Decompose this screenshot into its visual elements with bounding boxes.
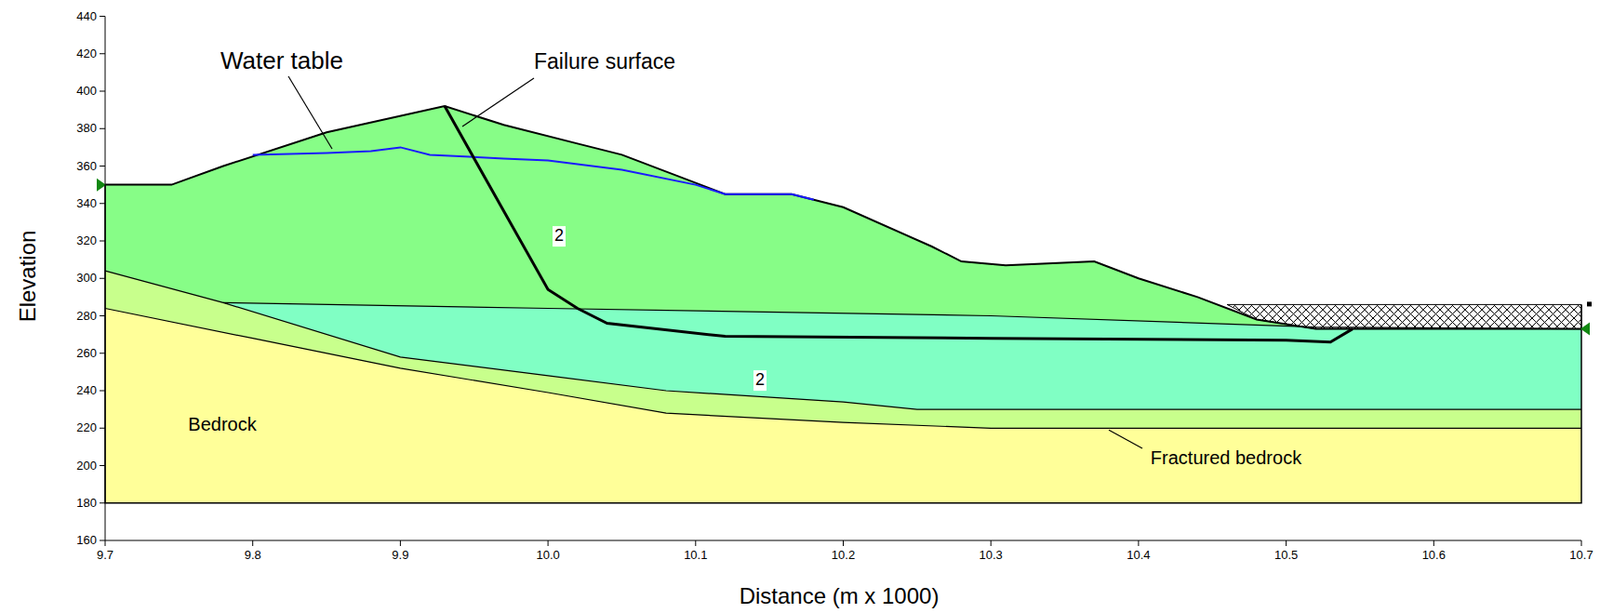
tick-label: 220 [76, 421, 97, 435]
tick-label: 300 [76, 271, 97, 285]
tick-label: 10.3 [979, 548, 1003, 562]
axis-tick [1285, 540, 1287, 547]
tick-label: 160 [76, 533, 97, 547]
axis-tick [99, 427, 106, 429]
axis-tick [99, 53, 106, 54]
tick-label: 200 [76, 458, 97, 472]
tick-label: 10.1 [683, 548, 707, 562]
tick-label: 10.5 [1274, 548, 1298, 562]
region-number: 2 [753, 370, 767, 391]
layer-boundary [105, 308, 1582, 429]
axis-tick [1433, 540, 1435, 547]
axis-title: Elevation [15, 230, 40, 323]
tick-label: 240 [76, 384, 97, 398]
tick-label: 340 [76, 197, 97, 211]
failure-surface-line [444, 106, 1353, 343]
axis-tick [99, 15, 106, 17]
tick-label: 10.4 [1126, 548, 1150, 562]
tick-label: 10.2 [831, 548, 855, 562]
tick-label: 10.6 [1422, 548, 1446, 562]
tick-label: 420 [76, 47, 97, 61]
tick-label: 400 [76, 84, 97, 98]
model-boundary [105, 185, 1582, 504]
axis-tick [990, 540, 992, 547]
layer-boundary [223, 302, 1582, 329]
axis-tick [99, 540, 106, 542]
leader-line [462, 78, 534, 127]
tick-label: 10.0 [535, 548, 560, 562]
axis-tick [99, 465, 106, 467]
tick-label: 360 [76, 159, 97, 173]
axis-tick [1137, 540, 1139, 547]
tick-label: 280 [76, 308, 97, 322]
axis-tick [99, 202, 106, 204]
tick-label: 9.8 [244, 548, 262, 562]
tick-label: 9.9 [391, 548, 409, 562]
axis-tick [1581, 540, 1583, 547]
tick-label: 10.7 [1569, 548, 1593, 562]
region-number: 2 [552, 226, 566, 247]
axis-tick [99, 91, 106, 93]
axis-tick [252, 540, 254, 547]
axis-tick [547, 540, 549, 547]
callout-label: Failure surface [533, 50, 676, 74]
axis-tick [99, 165, 106, 167]
axis-tick [842, 540, 844, 547]
water-table-line [253, 146, 814, 200]
axis-tick [99, 128, 106, 130]
tick-label: 380 [76, 121, 97, 135]
axis-tick [105, 540, 107, 547]
tick-label: 440 [76, 9, 97, 23]
axis-tick [99, 502, 106, 504]
fill-region [1226, 304, 1582, 329]
axis-tick [99, 352, 106, 354]
layer-boundary [105, 270, 1582, 410]
tick-label: 320 [76, 234, 97, 248]
region-label: Bedrock [187, 413, 256, 435]
callout-label: Water table [220, 47, 344, 75]
axis-tick [99, 390, 106, 392]
leader-line [1108, 429, 1143, 449]
axis-tick [99, 315, 106, 317]
tick-label: 180 [76, 496, 97, 510]
leader-line [288, 76, 333, 149]
region-label: Fractured bedrock [1150, 447, 1302, 468]
tick-label: 9.7 [96, 548, 114, 562]
boundary-marker [1586, 301, 1592, 307]
axis-tick [400, 540, 401, 547]
axis-tick [694, 540, 696, 547]
axis-tick [99, 240, 106, 242]
boundary-marker [1580, 322, 1590, 336]
axis-tick [99, 278, 106, 280]
upper-soil-region [105, 106, 1582, 504]
tick-label: 260 [76, 346, 97, 360]
axis-title: Distance (m x 1000) [739, 584, 940, 609]
